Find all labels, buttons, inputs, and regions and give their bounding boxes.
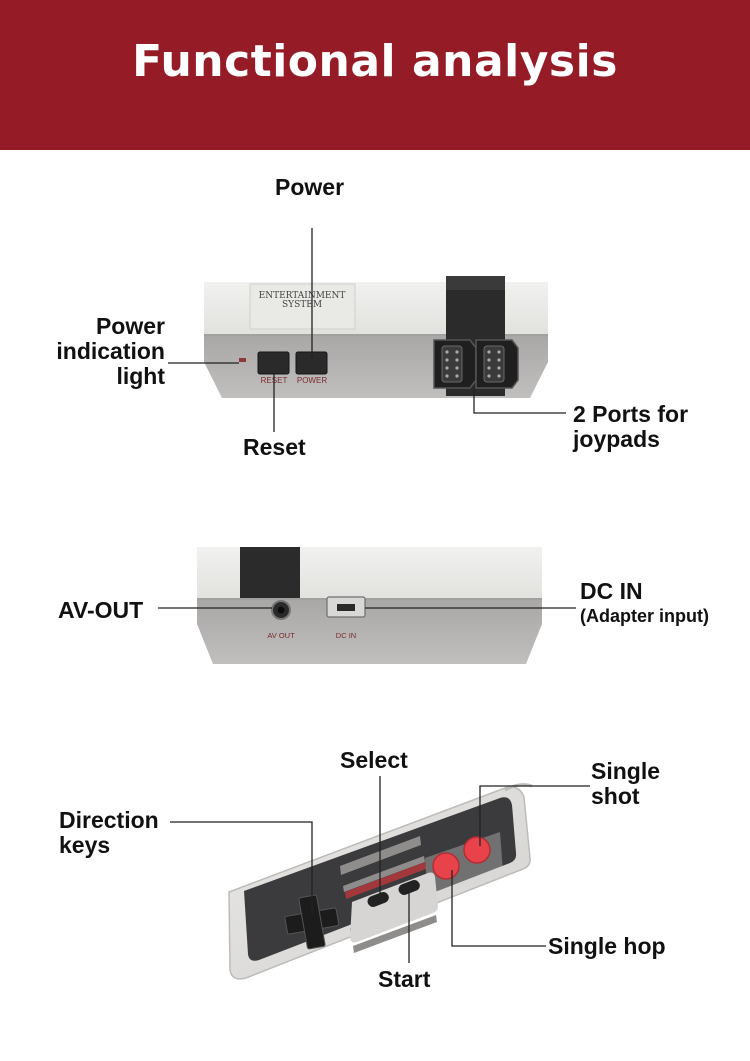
- callout-direction-keys-line-2: keys: [59, 832, 111, 858]
- controller-leader-lines: [170, 776, 590, 963]
- callout-ports-line-1: 2 Ports for: [573, 401, 689, 427]
- callout-dc-in-title: DC IN: [580, 578, 643, 604]
- console-back-view: AV OUT DC IN: [197, 547, 542, 664]
- label-plate-line-2: SYSTEM: [282, 300, 322, 310]
- joypad-port-2: [475, 339, 519, 389]
- callout-av-out: AV-OUT: [58, 597, 144, 623]
- single-shot-button: [463, 836, 491, 864]
- select-button: [367, 891, 389, 907]
- power-button-label: POWER: [297, 376, 327, 385]
- callout-dc-in: DC IN (Adapter input): [580, 579, 709, 629]
- callout-ports-line-2: joypads: [573, 426, 660, 452]
- callout-single-shot-line-2: shot: [591, 783, 640, 809]
- callout-power-light-line-3: light: [116, 363, 165, 389]
- callout-single-shot: Single shot: [591, 759, 660, 809]
- joypad-port-1: [433, 339, 477, 389]
- console-front-leader-lines: [168, 228, 566, 432]
- callout-power-light-line-1: Power: [95, 313, 165, 339]
- start-button: [398, 879, 420, 895]
- callout-start: Start: [378, 966, 431, 992]
- callout-reset: Reset: [243, 434, 306, 460]
- power-indicator-light: [239, 358, 246, 362]
- callout-power: Power: [275, 174, 345, 200]
- label-plate: [249, 283, 356, 330]
- callout-single-shot-line-1: Single: [591, 758, 661, 784]
- callout-joypad-ports: 2 Ports for joypads: [573, 402, 688, 452]
- callout-direction-keys: Direction keys: [59, 808, 159, 858]
- callout-power-indication-light: Power indication light: [40, 314, 165, 389]
- callout-select: Select: [340, 747, 408, 773]
- callout-direction-keys-line-1: Direction: [59, 807, 159, 833]
- reset-button: [257, 351, 290, 375]
- console-front-view: ENTERTAINMENT SYSTEM: [204, 276, 548, 398]
- label-plate-line-1: ENTERTAINMENT: [259, 291, 346, 301]
- single-hop-button: [432, 852, 460, 880]
- page-title: Functional analysis: [132, 36, 618, 87]
- callout-single-hop: Single hop: [548, 933, 666, 959]
- dc-in-port-label: DC IN: [336, 631, 356, 640]
- direction-pad: [284, 894, 340, 950]
- header-banner: Functional analysis: [0, 0, 750, 150]
- callout-power-light-line-2: indication: [56, 338, 165, 364]
- av-out-port-label: AV OUT: [267, 631, 295, 640]
- callout-dc-in-subtitle: (Adapter input): [580, 606, 709, 626]
- back-dark-panel: [240, 547, 300, 598]
